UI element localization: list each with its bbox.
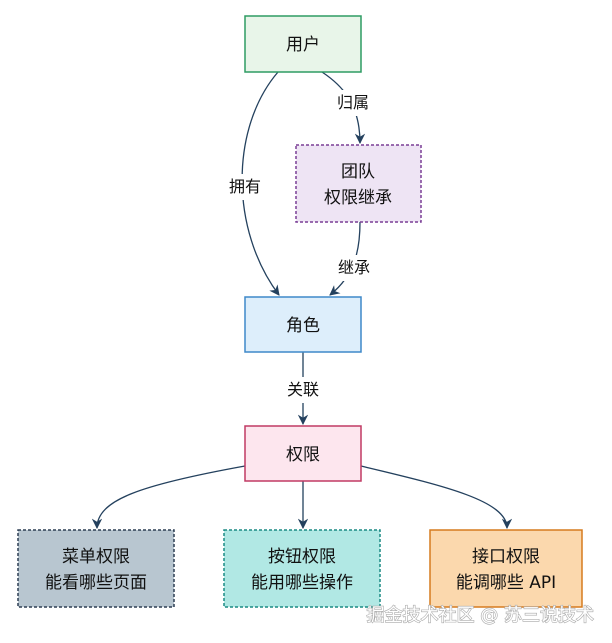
- button-permission-node: [223, 529, 381, 608]
- user-node-label: 用户: [286, 35, 320, 55]
- team-node: [295, 144, 422, 223]
- menu-permission-node: [17, 529, 175, 608]
- team-node-line1: 团队: [341, 162, 375, 182]
- edge-label-role-permission: 关联: [287, 380, 319, 399]
- button-permission-line2: 能用哪些操作: [251, 573, 353, 593]
- permission-node-label: 权限: [286, 445, 320, 465]
- api-permission-line1: 接口权限: [472, 547, 540, 567]
- edge-label-bg: [281, 377, 325, 403]
- api-permission-line2: 能调哪些 API: [456, 573, 556, 593]
- button-permission-line1: 按钮权限: [268, 547, 336, 567]
- edge-label-bg: [332, 255, 376, 281]
- edge-label-bg: [223, 174, 267, 200]
- edge-label-user-role: 拥有: [229, 177, 261, 196]
- team-node-line2: 权限继承: [324, 188, 392, 208]
- api-permission-node: [429, 529, 583, 608]
- watermark-text: 掘金技术社区 @ 苏三说技术: [367, 605, 594, 626]
- role-node: [244, 296, 362, 353]
- user-node: [244, 15, 362, 73]
- permission-node: [244, 425, 362, 482]
- edge-label-user-team: 归属: [337, 93, 369, 112]
- edge-permission-api: [360, 465, 513, 530]
- menu-permission-line2: 能看哪些页面: [45, 573, 147, 593]
- edge-label-team-role: 继承: [338, 258, 370, 277]
- edge-label-bg: [331, 90, 375, 116]
- menu-permission-line1: 菜单权限: [62, 547, 130, 567]
- edge-permission-menu: [91, 465, 246, 530]
- role-node-label: 角色: [286, 316, 320, 336]
